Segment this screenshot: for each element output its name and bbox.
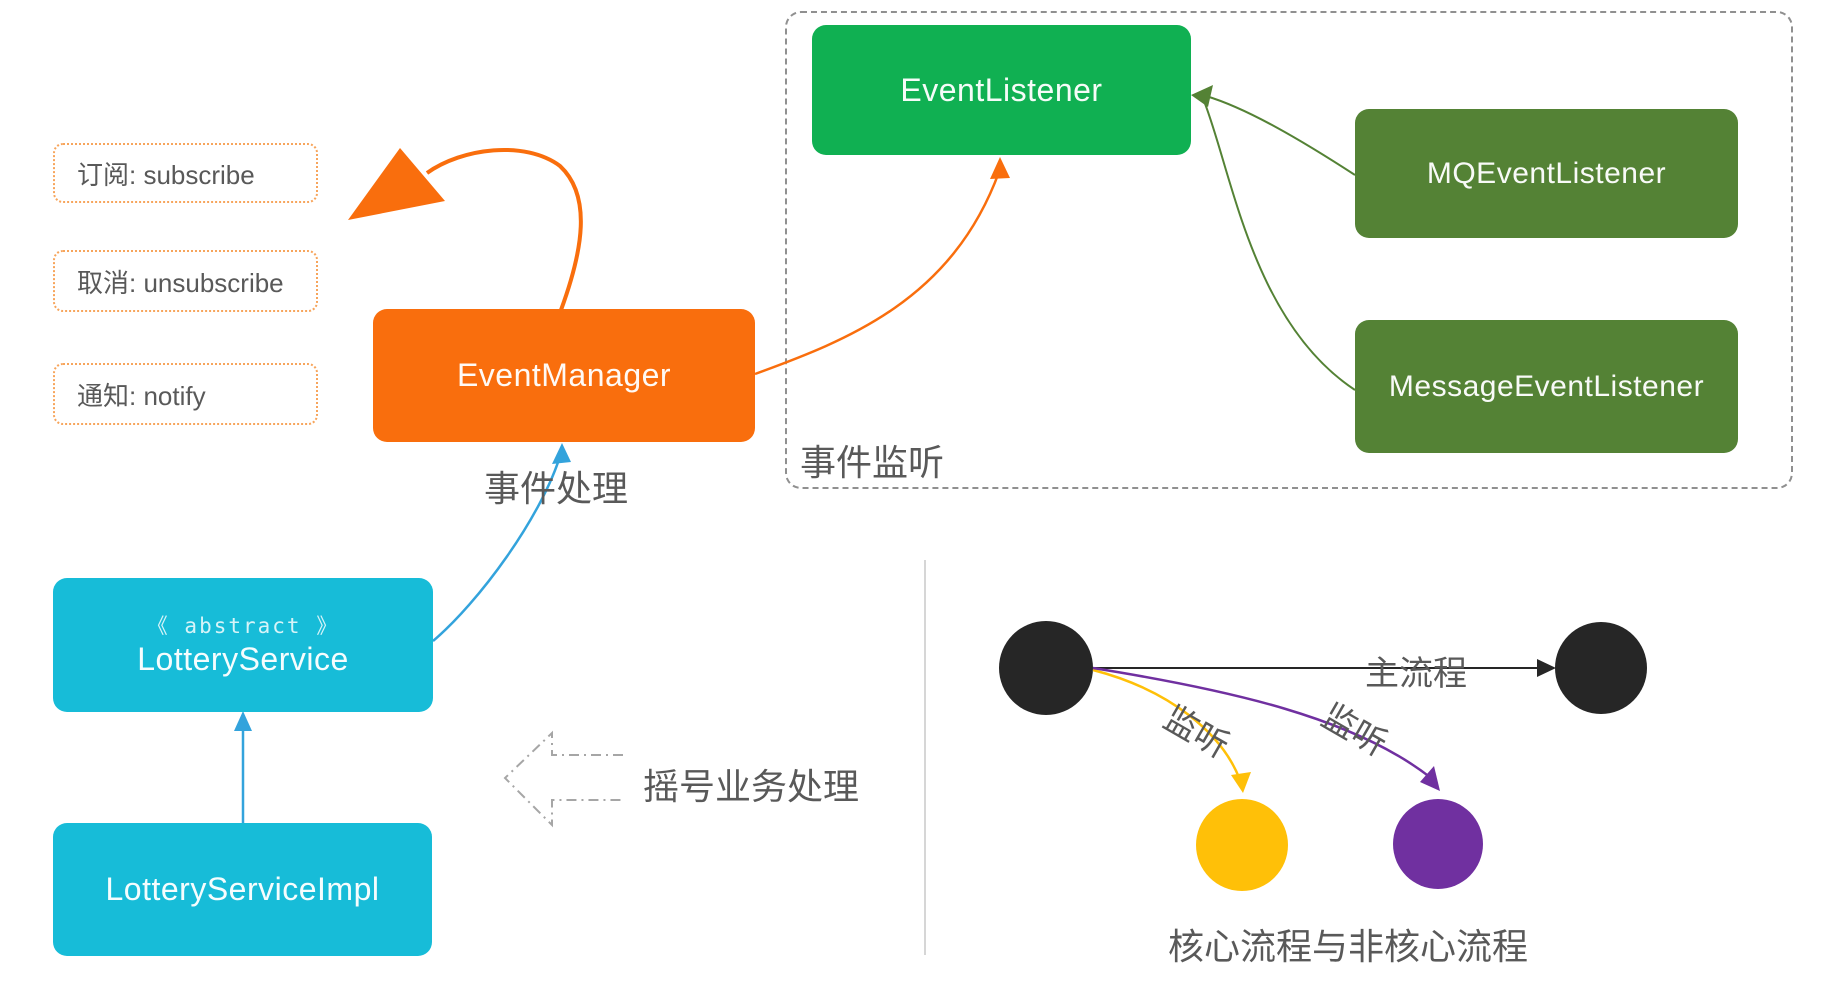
event-listener-arrowhead (990, 157, 1010, 179)
event-manager-to-event-listener-arrow (754, 171, 1001, 376)
op-subscribe-label: 订阅: subscribe (77, 159, 255, 190)
service-arrowhead (234, 711, 252, 731)
event-handling-caption: 事件处理 (483, 468, 628, 509)
event-manager-label: EventManager (456, 357, 672, 393)
op-box-notify: 通知: notify (53, 363, 318, 425)
message-event-listener-node: MessageEventListener (1355, 320, 1738, 453)
purple-flow-node (1393, 799, 1483, 889)
op-box-subscribe: 订阅: subscribe (53, 143, 318, 203)
listen-yellow-curve (1092, 668, 1242, 781)
message-event-listener-label: MessageEventListener (1388, 369, 1705, 403)
loop-arrowhead-triangle (348, 148, 445, 220)
lottery-service-impl-node: LotteryServiceImpl (53, 823, 432, 956)
main-flow-arrowhead (1537, 659, 1556, 677)
core-flow-caption: 核心流程与非核心流程 (1167, 926, 1528, 967)
listen-yellow-arrowhead (1231, 772, 1251, 793)
business-block-arrow (503, 730, 623, 828)
event-listening-caption: 事件监听 (800, 442, 945, 483)
mq-event-listener-label: MQEventListener (1426, 156, 1667, 190)
event-listening-group (785, 11, 1793, 489)
event-manager-node: EventManager (373, 309, 755, 442)
event-manager-loop-arrow (425, 148, 583, 311)
flow-start-node (999, 621, 1093, 715)
abstract-stereotype: 《 abstract 》 (146, 614, 340, 639)
lottery-service-label: LotteryService (137, 640, 349, 677)
op-notify-label: 通知: notify (77, 380, 206, 411)
mq-event-listener-node: MQEventListener (1355, 109, 1738, 238)
op-unsubscribe-label: 取消: unsubscribe (77, 267, 284, 298)
listener-shared-arrowhead (1191, 85, 1213, 107)
mq-to-event-listener-arrow (1205, 95, 1356, 176)
main-flow-caption: 主流程 (1365, 655, 1467, 693)
event-manager-arrowhead (552, 443, 571, 464)
event-listener-label: EventListener (900, 71, 1103, 108)
event-listener-node: EventListener (812, 25, 1191, 155)
lottery-service-to-event-manager-arrow (432, 452, 563, 642)
listen-purple-curve (1092, 666, 1432, 779)
flow-end-node (1555, 622, 1647, 714)
lottery-service-impl-label: LotteryServiceImpl (105, 871, 380, 907)
lottery-service-node: 《 abstract 》 LotteryService (53, 578, 433, 712)
yellow-flow-node (1196, 799, 1288, 891)
op-box-unsubscribe: 取消: unsubscribe (53, 250, 318, 312)
listen-purple-arrowhead (1420, 766, 1440, 791)
business-processing-caption: 摇号业务处理 (643, 766, 860, 807)
message-to-event-listener-arrow (1203, 100, 1356, 391)
